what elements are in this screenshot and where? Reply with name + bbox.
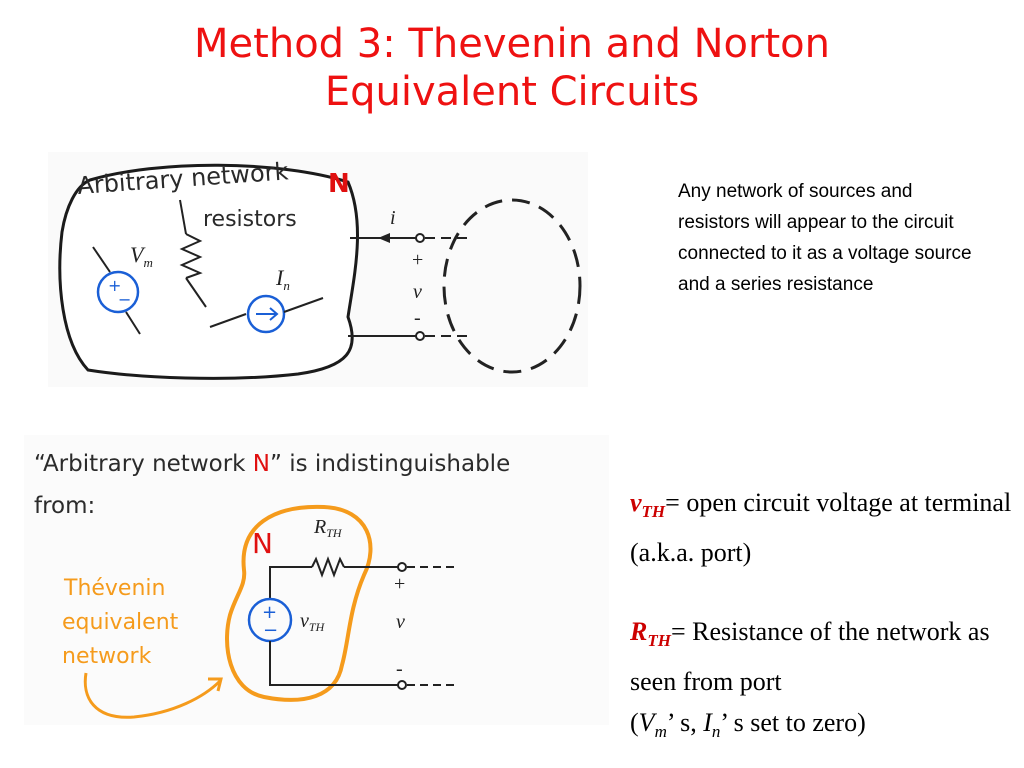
vm-label: Vm: [130, 242, 153, 270]
slide-title: Method 3: Thevenin and Norton Equivalent…: [0, 20, 1024, 116]
rth-definition: RTH= Resistance of the network as seen f…: [630, 617, 990, 742]
indistinguishable-heading: “Arbitrary network N” is indistinguishab…: [34, 451, 510, 477]
in-term: In: [703, 708, 721, 742]
vth-label: vTH: [300, 610, 326, 634]
vm-term: Vm: [638, 708, 667, 742]
equivalent-outline: [225, 504, 373, 702]
port-voltage: v: [413, 281, 422, 303]
wire-left-top: [269, 566, 312, 598]
equiv-label-line-1: Thévenin: [63, 576, 165, 601]
port-voltage-bottom: v: [396, 611, 405, 633]
in-label: In: [275, 265, 290, 293]
port-plus: +: [412, 249, 423, 271]
equiv-arrow-head: [208, 677, 223, 692]
vm-plus: +: [108, 276, 121, 295]
arbitrary-network-figure: Arbitrary network N resistors + − Vm In …: [48, 152, 588, 387]
thevenin-diagram: “Arbitrary network N” is indistinguishab…: [34, 451, 510, 719]
in-lead-right: [283, 297, 324, 313]
equiv-label-line-3: network: [62, 644, 152, 669]
vth-definition: vTH= open circuit voltage at terminal (a…: [630, 488, 1012, 568]
vth-term: vTH: [630, 488, 666, 522]
vm-lead-bottom: [125, 311, 141, 335]
voltage-source-icon: [96, 270, 140, 314]
resistor-lead-bottom: [185, 277, 207, 308]
n-label: N: [252, 527, 273, 560]
title-line-1: Method 3: Thevenin and Norton: [194, 21, 830, 67]
in-arrow-head: [269, 307, 279, 321]
heading-line-2: from:: [34, 493, 95, 519]
current-source-icon: [246, 294, 286, 334]
rth-term: RTH: [630, 617, 671, 651]
port-plus-bottom: +: [394, 573, 405, 595]
port-minus-bottom: -: [396, 658, 403, 680]
vth-minus: −: [263, 620, 278, 641]
title-line-2: Equivalent Circuits: [324, 69, 700, 115]
current-arrow: [378, 233, 390, 243]
vm-minus: −: [118, 290, 131, 309]
network-letter: N: [328, 169, 350, 199]
rth-label: RTH: [313, 516, 343, 540]
equiv-pointer-arrow: [83, 672, 222, 719]
resistor-lead-top: [179, 199, 187, 235]
in-lead-left: [209, 313, 247, 328]
resistors-label: resistors: [203, 207, 297, 232]
port-minus: -: [414, 307, 421, 329]
thevenin-figure: “Arbitrary network N” is indistinguishab…: [24, 435, 609, 725]
wire-bottom: [269, 641, 398, 686]
current-label: i: [390, 207, 396, 229]
vth-plus: +: [262, 602, 277, 623]
port-terminal-top: [415, 233, 425, 243]
terminal-bottom: [397, 680, 407, 690]
external-circuit-ellipse: [442, 198, 582, 374]
vm-lead-top: [92, 246, 111, 273]
terminal-top: [397, 562, 407, 572]
arbitrary-network-diagram: Arbitrary network N resistors + − Vm In …: [58, 157, 582, 380]
port-terminal-bottom: [415, 331, 425, 341]
description-text: Any network of sources and resistors wil…: [678, 181, 972, 295]
equiv-label-line-2: equivalent: [62, 610, 179, 635]
resistor-zigzag: [179, 233, 203, 279]
definitions: vTH= open circuit voltage at terminal (a…: [630, 482, 1022, 753]
rth-resistor: [311, 556, 345, 578]
